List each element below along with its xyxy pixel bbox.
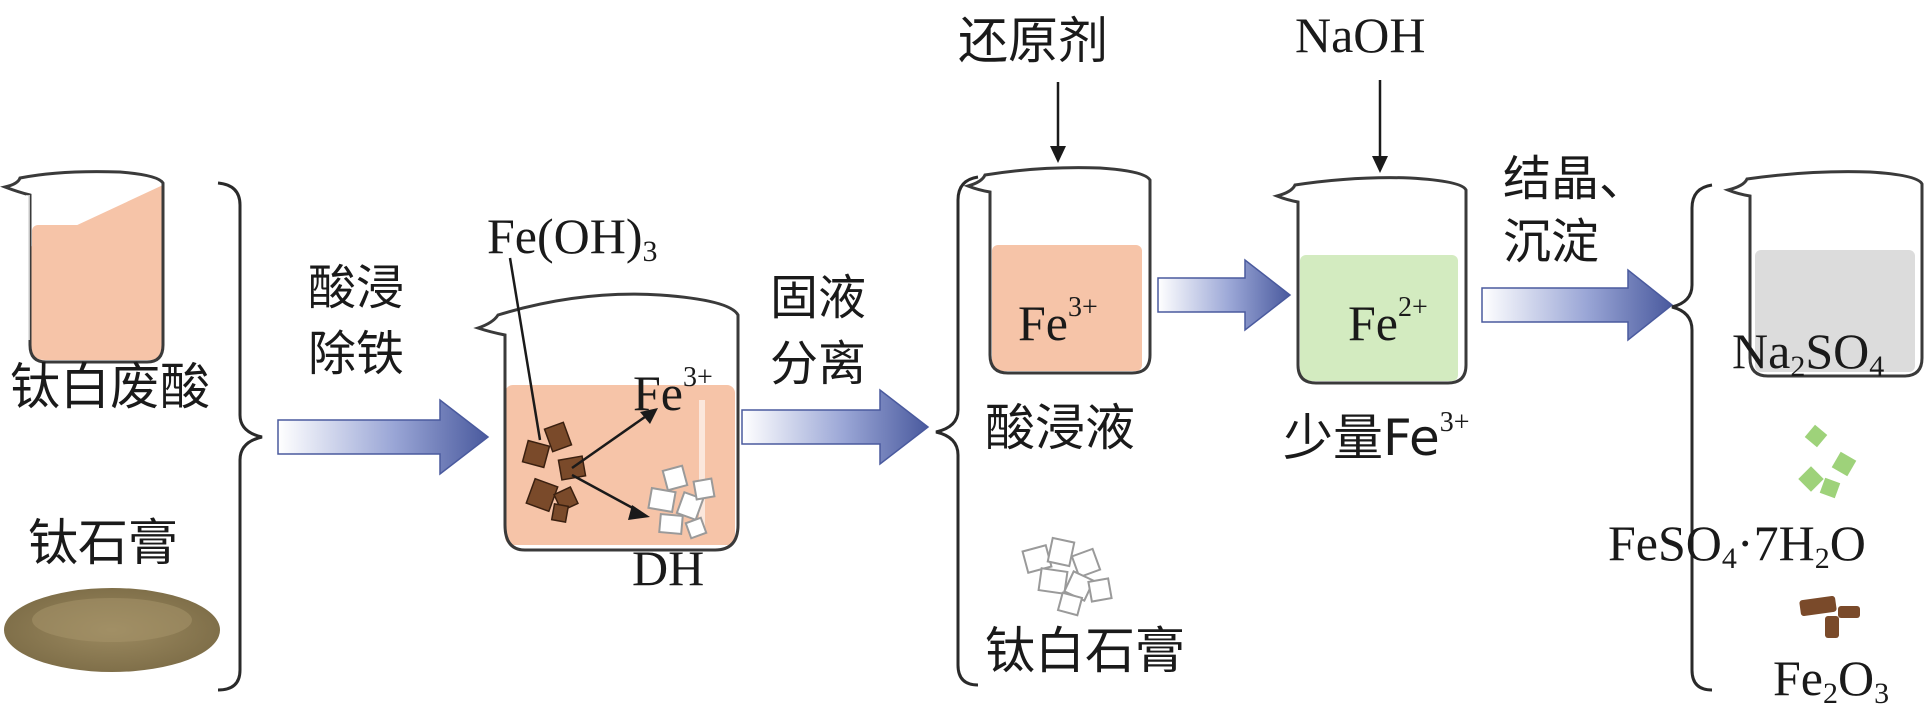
ferrous-sulfate-crystals [1798,424,1857,499]
trace-fe3-label: 少量Fe3+ [1283,407,1470,467]
waste-acid-label: 钛白废酸 [10,358,210,416]
reduced-solution-beaker [1272,176,1468,385]
reducing-agent-label: 还原剂 [958,12,1108,70]
white-gypsum-label: 钛白石膏 [985,622,1185,680]
acid-leachate-beaker [963,166,1152,375]
dh-label: DH [632,540,704,596]
step-separation-label: 分离 [770,336,866,392]
process-arrow-2 [741,388,930,466]
ferrous-sulfate-label: FeSO4·7H2O [1608,515,1866,575]
fe-oh3-label: Fe(OH)3 [487,208,658,268]
step-crystallization-label: 结晶、 [1503,151,1647,207]
step-solid-liquid-label: 固液 [770,270,866,326]
leaching-beaker [473,257,740,552]
step-acid-leach-label: 酸浸 [308,260,404,316]
process-arrow-3 [1157,258,1292,332]
iron-oxide-pieces [1799,595,1860,638]
process-arrow-4 [1481,268,1674,342]
acid-leachate-label: 酸浸液 [985,399,1135,457]
fe2-ion-label: Fe2+ [1348,292,1428,351]
sodium-sulfate-label: Na2SO4 [1732,323,1884,383]
waste-acid-beaker [0,170,165,364]
iron-oxide-label: Fe2O3 [1773,650,1889,710]
product-brace [1671,183,1713,692]
step-iron-removal-label: 除铁 [308,326,404,382]
separation-brace [935,175,979,687]
fe3-ion-label-beaker2: Fe3+ [633,362,713,421]
fe3-ion-label-leachate: Fe3+ [1018,292,1098,351]
naoh-label: NaOH [1295,7,1426,63]
titanium-gypsum-label: 钛石膏 [28,514,178,572]
dh-crystals [647,464,716,540]
sodium-sulfate-beaker [1723,170,1924,378]
input-brace [217,181,263,692]
white-gypsum-crystals [1021,536,1113,617]
process-arrow-1 [277,398,490,476]
fe-oh3-pointer [508,257,542,441]
step-precipitation-label: 沉淀 [1503,214,1599,270]
